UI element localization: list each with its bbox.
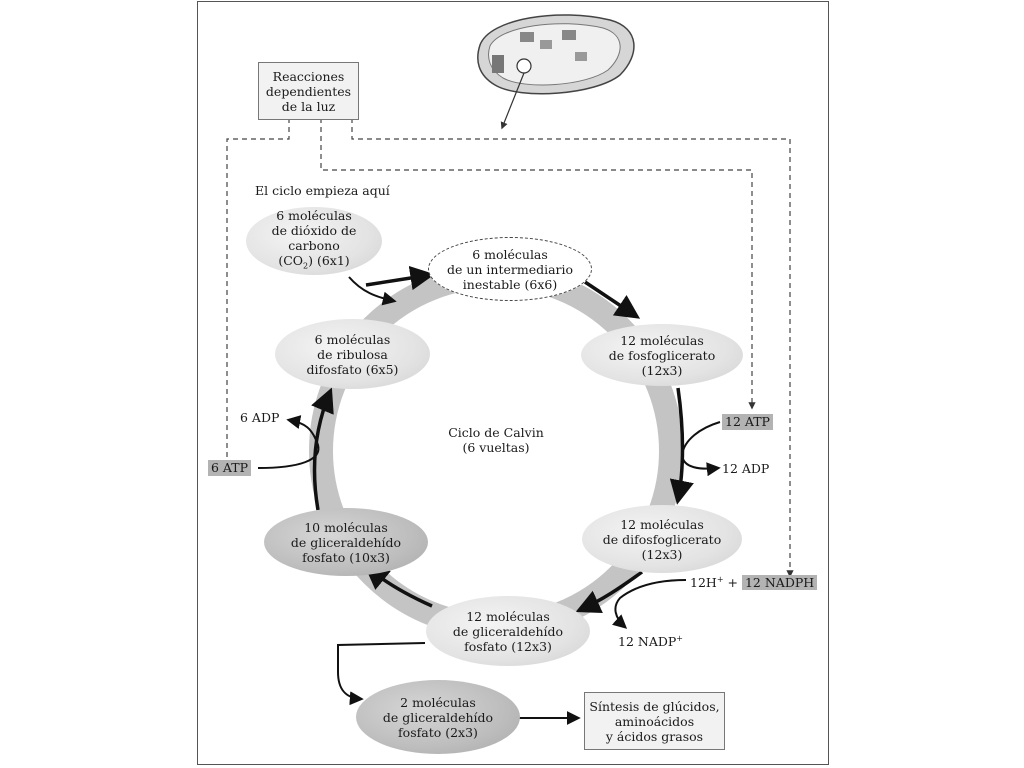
co2-formula: (CO	[278, 253, 304, 269]
co2-count: ) (6x1)	[308, 253, 350, 269]
energy-supply-lines	[223, 118, 794, 578]
adp-6-label: 6 ADP	[240, 410, 280, 425]
hydrogen-superscript: +	[716, 575, 724, 584]
co2-subscript: 2	[303, 261, 309, 271]
gliceraldehido-12-node: 12 moléculas de gliceraldehído fosfato (…	[426, 596, 590, 666]
fosfoglicerato-node: 12 moléculas de fosfoglicerato (12x3)	[581, 324, 743, 386]
hydrogen-text: 12H	[690, 575, 717, 591]
start-label: El ciclo empieza aquí	[255, 183, 390, 198]
co2-line1: 6 moléculas	[276, 208, 352, 224]
light-reactions-line2: dependientes	[265, 83, 352, 99]
chloroplast-icon	[477, 14, 635, 95]
co2-line2: de dióxido de carbono	[271, 223, 357, 254]
adp-12-label: 12 ADP	[722, 461, 770, 476]
light-reactions-line1: Reacciones	[272, 68, 345, 84]
hydrogen-label: 12H+ + 12 NADPH	[690, 572, 818, 591]
chloroplast-pointer	[500, 72, 525, 130]
calvin-cycle-title: Ciclo de Calvin (6 vueltas)	[448, 425, 544, 455]
gliceraldehido-2-node: 2 moléculas de gliceraldehído fosfato (2…	[356, 680, 520, 754]
synthesis-box: Síntesis de glúcidos, aminoácidos y ácid…	[584, 692, 725, 750]
nadp-superscript: +	[676, 634, 683, 643]
plus-sign: +	[727, 575, 738, 591]
co2-node: 6 moléculas de dióxido de carbono (CO2) …	[246, 207, 382, 275]
difosfoglicerato-node: 12 moléculas de difosfoglicerato (12x3)	[582, 505, 742, 573]
ribulosa-node: 6 moléculas de ribulosa difosfato (6x5)	[275, 319, 430, 389]
gliceraldehido-10-node: 10 moléculas de gliceraldehído fosfato (…	[264, 508, 428, 576]
nadph-12-label: 12 NADPH	[741, 575, 818, 591]
light-reactions-box: Reacciones dependientes de la luz	[258, 62, 359, 120]
cofactor-arrows	[257, 276, 721, 725]
co2-line3: (CO2) (6x1)	[278, 253, 349, 274]
intermediate-node: 6 moléculas de un intermediario inestabl…	[428, 237, 592, 301]
nadp-12-label: 12 NADP+	[618, 631, 683, 650]
atp-6-label: 6 ATP	[208, 460, 252, 476]
light-reactions-line3: de la luz	[281, 98, 336, 114]
nadp-text: 12 NADP	[618, 634, 677, 650]
atp-12-label: 12 ATP	[722, 414, 773, 430]
